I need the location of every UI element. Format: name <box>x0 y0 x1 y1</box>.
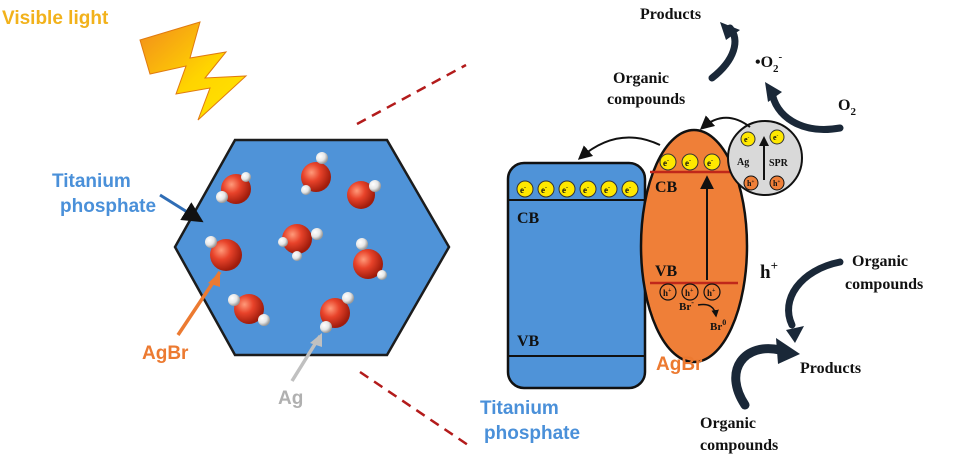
hole-a1: h+ <box>659 283 677 301</box>
br-zero-label: Br0 <box>710 318 726 333</box>
particle-8 <box>320 292 354 333</box>
organic-right-label-2: compounds <box>845 276 923 293</box>
o2-to-superoxide-head <box>765 82 782 102</box>
organic-right-curve <box>785 258 844 329</box>
products-right-label: Products <box>800 360 861 377</box>
electron-t4: e- <box>579 180 597 198</box>
agbr-label-right: AgBr <box>656 354 703 375</box>
electron-g1: e- <box>740 131 756 147</box>
electron-transfer-arrow <box>577 136 661 160</box>
hole-g2: h+ <box>769 175 785 191</box>
titanium-pointer-arrow <box>159 193 204 223</box>
particle-6 <box>353 238 387 280</box>
svg-text:e-: e- <box>520 185 526 195</box>
svg-text:h+: h+ <box>685 288 694 298</box>
ag-to-agbr-arrow <box>699 115 751 130</box>
phosphate-label-right: phosphate <box>484 423 580 444</box>
particle-2 <box>301 152 331 195</box>
titanium-label-left: Titanium <box>52 171 131 192</box>
organic-right-label-1: Organic <box>852 253 908 270</box>
svg-text:e-: e- <box>604 185 610 195</box>
o2-label: O2 <box>838 97 856 118</box>
electron-t2: e- <box>537 180 555 198</box>
svg-text:h+: h+ <box>663 288 672 298</box>
products-top-label: Products <box>640 6 701 23</box>
agbr-electrons: e- e- e- <box>659 153 721 171</box>
agbr-label-left: AgBr <box>142 343 189 364</box>
svg-text:e-: e- <box>663 158 669 168</box>
organic-right-head <box>786 326 804 343</box>
particle-1 <box>216 172 251 204</box>
zoom-line-bottom <box>359 370 469 447</box>
svg-text:h+: h+ <box>747 179 754 188</box>
vb-label-titanium: VB <box>517 333 540 350</box>
visible-light-label: Visible light <box>2 8 109 29</box>
svg-text:e-: e- <box>562 185 568 195</box>
svg-text:e-: e- <box>773 133 779 142</box>
agbr-ellipse <box>639 128 749 364</box>
particle-7 <box>228 294 270 326</box>
agbr-pointer-head <box>208 272 220 287</box>
titanium-electrons: e- e- e- e- e- e- <box>516 180 639 198</box>
organic-bottom-label-2: compounds <box>700 437 778 454</box>
vb-label-agbr: VB <box>655 263 678 280</box>
particle-3 <box>347 180 381 209</box>
hole-g1: h+ <box>743 175 759 191</box>
lightning-bolt-icon <box>139 21 248 121</box>
hole-a2: h+ <box>681 283 699 301</box>
spr-label: SPR <box>769 158 789 169</box>
phosphate-label-left: phosphate <box>60 196 156 217</box>
svg-text:e-: e- <box>625 185 631 195</box>
organic-top-label-1: Organic <box>613 70 669 87</box>
cb-label-titanium: CB <box>517 210 540 227</box>
electron-t5: e- <box>600 180 618 198</box>
svg-text:e-: e- <box>541 185 547 195</box>
ag-holes: h+ h+ <box>743 175 785 191</box>
svg-text:e-: e- <box>707 158 713 168</box>
zoom-line-top <box>356 63 467 126</box>
br-minus-label: Br- <box>679 298 694 313</box>
electron-a2: e- <box>681 153 699 171</box>
cb-label-agbr: CB <box>655 179 678 196</box>
svg-text:e-: e- <box>583 185 589 195</box>
electron-a1: e- <box>659 153 677 171</box>
organic-top-label-2: compounds <box>607 91 685 108</box>
o2-to-superoxide-curve <box>768 88 844 133</box>
br-oxidation-arrow <box>697 303 719 318</box>
electron-t6: e- <box>621 180 639 198</box>
ag-sphere-label: Ag <box>737 157 749 168</box>
organic-to-products-head <box>720 22 740 40</box>
titanium-label-right: Titanium <box>480 398 559 419</box>
svg-text:h+: h+ <box>773 179 780 188</box>
ag-pointer-head <box>310 333 322 347</box>
agbr-holes: h+ h+ h+ <box>659 283 721 301</box>
organic-bottom-curve <box>731 344 785 410</box>
particle-5 <box>205 236 242 271</box>
electron-g2: e- <box>769 129 785 145</box>
titanium-band-box <box>506 161 647 390</box>
electron-t1: e- <box>516 180 534 198</box>
ag-label-left: Ag <box>278 388 303 409</box>
svg-text:e-: e- <box>685 158 691 168</box>
organic-bottom-head <box>776 338 800 364</box>
organic-bottom-label-1: Organic <box>700 415 756 432</box>
particle-4 <box>278 224 323 261</box>
electron-a3: e- <box>703 153 721 171</box>
svg-text:e-: e- <box>744 135 750 144</box>
superoxide-label: •O2- <box>755 51 783 75</box>
hplus-label: h+ <box>760 258 778 283</box>
electron-t3: e- <box>558 180 576 198</box>
hole-a3: h+ <box>703 283 721 301</box>
svg-text:h+: h+ <box>707 288 716 298</box>
ag-electrons: e- e- <box>740 129 785 147</box>
